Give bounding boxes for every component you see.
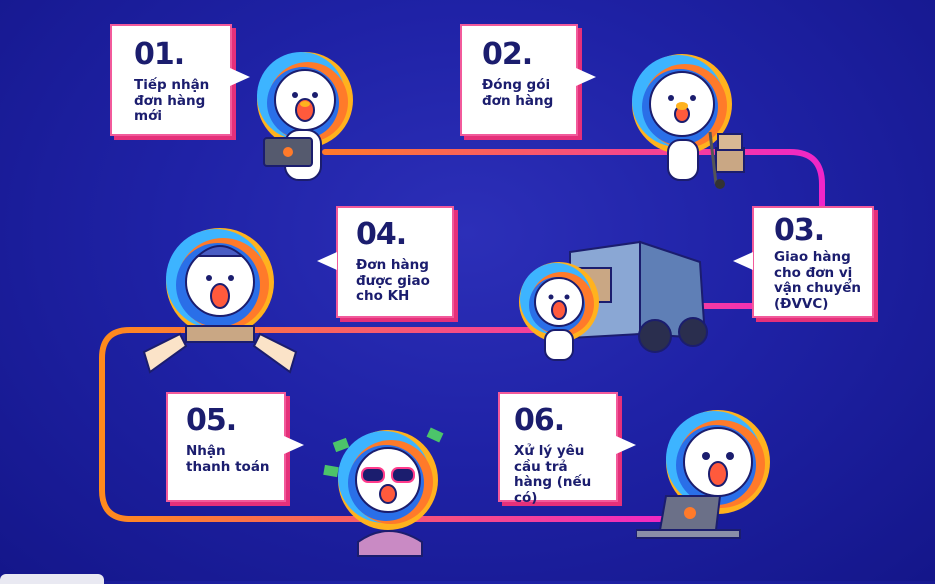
step-number: 04. [356, 217, 407, 252]
speech-tail [616, 436, 636, 454]
delivery-truck-icon [519, 240, 708, 361]
speech-tail [576, 68, 596, 86]
bottom-tab [0, 574, 104, 584]
step-text: Giao hàng cho đơn vị vận chuyển (ĐVVC) [774, 249, 862, 312]
step-card-06: 06. Xử lý yêu cầu trả hàng (nếu có) [498, 392, 618, 505]
lion-mascot-money-icon [323, 427, 444, 557]
lion-mascot-laptop-return-icon [636, 410, 770, 539]
step-card-03: 03. Giao hàng cho đơn vị vận chuyển (ĐVV… [752, 206, 874, 318]
step-text: Đóng gói đơn hàng [482, 77, 554, 109]
step-number: 06. [514, 403, 565, 438]
speech-tail [284, 436, 304, 454]
step-text: Đơn hàng được giao cho KH [356, 257, 430, 305]
step-number: 05. [186, 403, 237, 438]
step-number: 02. [482, 37, 533, 72]
speech-tail [733, 252, 753, 270]
lion-mascot-laptop-icon [257, 52, 353, 181]
step-text: Tiếp nhận đơn hàng mới [134, 77, 210, 125]
step-text: Xử lý yêu cầu trả hàng (nếu có) [514, 443, 592, 506]
lion-mascot-box-icon [142, 228, 298, 374]
path-segment-bottom [99, 327, 683, 522]
step-card-01: 01. Tiếp nhận đơn hàng mới [110, 24, 232, 136]
lion-mascot-cart-icon [632, 54, 745, 189]
step-number: 01. [134, 37, 185, 72]
step-text: Nhận thanh toán [186, 443, 270, 475]
step-card-05: 05. Nhận thanh toán [166, 392, 286, 502]
speech-tail [317, 252, 337, 270]
step-card-04: 04. Đơn hàng được giao cho KH [336, 206, 454, 318]
step-card-02: 02. Đóng gói đơn hàng [460, 24, 578, 136]
step-number: 03. [774, 213, 825, 248]
speech-tail [230, 68, 250, 86]
